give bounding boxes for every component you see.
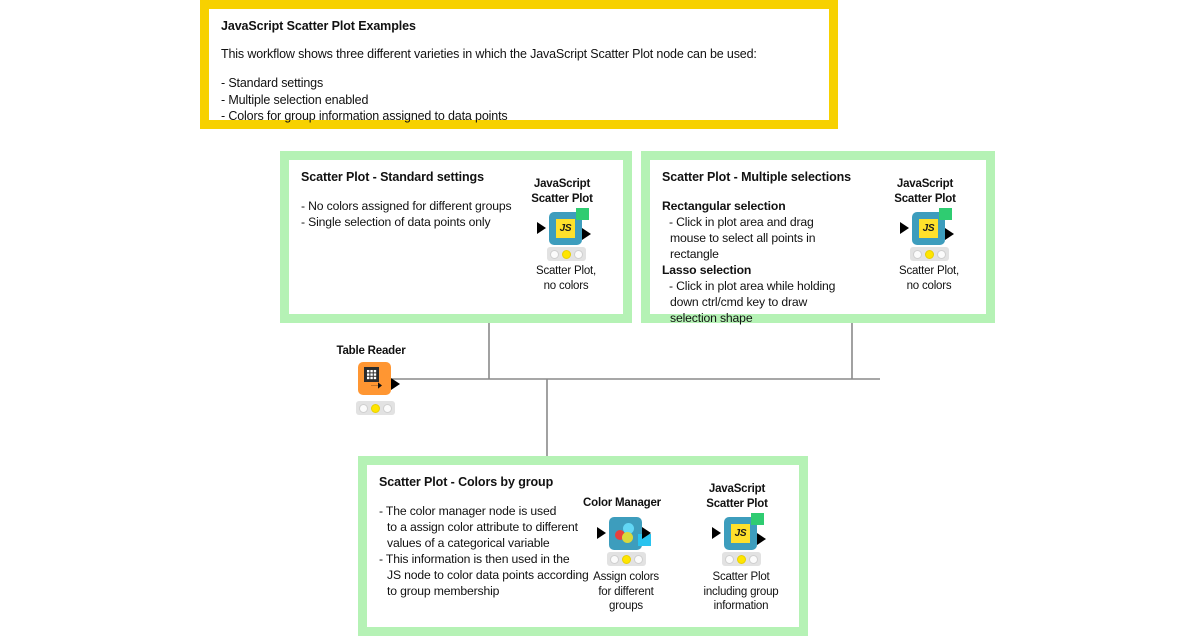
color-dot-blue [623, 523, 634, 534]
output-port[interactable] [642, 527, 651, 539]
group-line: Lasso selection [662, 263, 752, 277]
table-reader-icon [364, 367, 379, 382]
description-paragraph: This workflow shows three different vari… [221, 47, 757, 61]
node-table-reader[interactable] [358, 362, 400, 395]
output-port[interactable] [757, 533, 766, 545]
node-js-scatter-multiple[interactable]: JS [900, 208, 954, 245]
node-title-js-scatter-colors: JavaScript Scatter Plot [706, 483, 768, 510]
description-list-item: - Colors for group information assigned … [221, 109, 508, 123]
node-status-js-scatter-multiple [910, 247, 949, 261]
output-port[interactable] [582, 228, 591, 240]
javascript-node-icon: JS [731, 524, 750, 543]
arrow-icon [371, 382, 382, 389]
group-line: to a assign color attribute to different [387, 520, 578, 534]
group-line: rectangle [670, 247, 719, 261]
status-light-configured [561, 249, 571, 259]
node-body[interactable] [609, 517, 651, 550]
group-line: JS node to color data points according [387, 568, 589, 582]
group-line: - Single selection of data points only [301, 215, 491, 229]
output-port[interactable] [391, 378, 400, 390]
node-color-manager[interactable] [597, 517, 651, 550]
input-port[interactable] [900, 222, 909, 234]
group-box-standard-settings: Scatter Plot - Standard settings - No co… [280, 151, 632, 323]
color-dot-red [615, 530, 625, 540]
view-port-tab[interactable] [939, 208, 952, 220]
status-light-configured [736, 554, 746, 564]
output-port[interactable] [945, 228, 954, 240]
group-line: - The color manager node is used [379, 504, 557, 518]
status-light-executed [936, 249, 946, 259]
group-line: values of a categorical variable [387, 536, 550, 550]
status-light-idle [725, 554, 735, 564]
node-status-js-scatter-colors [722, 552, 761, 566]
node-subtitle-js-scatter-standard: Scatter Plot, no colors [535, 265, 597, 292]
group-line: - Click in plot area and drag [669, 215, 814, 229]
status-light-idle [913, 249, 923, 259]
group-box-multiple-selections: Scatter Plot - Multiple selections Recta… [641, 151, 995, 326]
workflow-description-box: JavaScript Scatter Plot Examples This wo… [200, 0, 838, 129]
group-line: selection shape [670, 311, 753, 325]
group-body-multiple: Rectangular selection - Click in plot ar… [662, 198, 974, 326]
status-light-executed [748, 554, 758, 564]
node-status-table-reader [356, 401, 395, 415]
node-title-color-manager: Color Manager [583, 497, 661, 509]
status-light-idle [550, 249, 560, 259]
node-title-table-reader: Table Reader [336, 345, 406, 357]
status-light-configured [621, 554, 631, 564]
group-title-colors: Scatter Plot - Colors by group [379, 475, 554, 489]
node-subtitle-color-manager: Assign colors for different groups [593, 571, 659, 612]
group-line: mouse to select all points in [670, 231, 816, 245]
javascript-node-icon: JS [556, 219, 575, 238]
status-light-configured [370, 403, 380, 413]
node-status-js-scatter-standard [547, 247, 586, 261]
node-status-color-manager [607, 552, 646, 566]
group-line: Rectangular selection [662, 199, 786, 213]
status-light-configured [924, 249, 934, 259]
group-line: down ctrl/cmd key to draw [670, 295, 808, 309]
status-light-idle [610, 554, 620, 564]
group-line: to group membership [387, 584, 500, 598]
description-title: JavaScript Scatter Plot Examples [221, 19, 416, 33]
javascript-node-icon: JS [919, 219, 938, 238]
group-title-multiple: Scatter Plot - Multiple selections [662, 170, 852, 184]
group-line: - Click in plot area while holding [669, 279, 836, 293]
description-list: - Standard settings - Multiple selection… [221, 75, 817, 125]
color-manager-icon [614, 522, 637, 545]
node-js-scatter-standard[interactable]: JS [537, 208, 591, 245]
node-body[interactable]: JS [549, 208, 589, 245]
color-dot-yellow [622, 532, 633, 543]
input-port[interactable] [537, 222, 546, 234]
status-light-executed [633, 554, 643, 564]
node-js-scatter-colors[interactable]: JS [712, 513, 766, 550]
status-light-executed [382, 403, 392, 413]
node-subtitle-js-scatter-colors: Scatter Plot including group information [703, 571, 779, 612]
description-list-item: - Multiple selection enabled [221, 92, 369, 107]
group-body-colors: - The color manager node is used to a as… [379, 503, 787, 599]
node-subtitle-js-scatter-multiple: Scatter Plot, no colors [898, 265, 960, 292]
input-port[interactable] [712, 527, 721, 539]
node-body[interactable] [358, 362, 391, 395]
group-line: - No colors assigned for different group… [301, 199, 512, 213]
group-body-standard: - No colors assigned for different group… [301, 198, 611, 230]
status-light-idle [359, 403, 369, 413]
group-line: - This information is then used in the [379, 552, 570, 566]
description-list-item: - Standard settings [221, 76, 324, 90]
input-port[interactable] [597, 527, 606, 539]
status-light-executed [573, 249, 583, 259]
node-title-js-scatter-multiple: JavaScript Scatter Plot [894, 178, 956, 205]
group-title-standard: Scatter Plot - Standard settings [301, 170, 484, 184]
view-port-tab[interactable] [751, 513, 764, 525]
view-port-tab[interactable] [576, 208, 589, 220]
node-body[interactable]: JS [912, 208, 952, 245]
node-body[interactable]: JS [724, 513, 764, 550]
node-title-js-scatter-standard: JavaScript Scatter Plot [531, 178, 593, 205]
